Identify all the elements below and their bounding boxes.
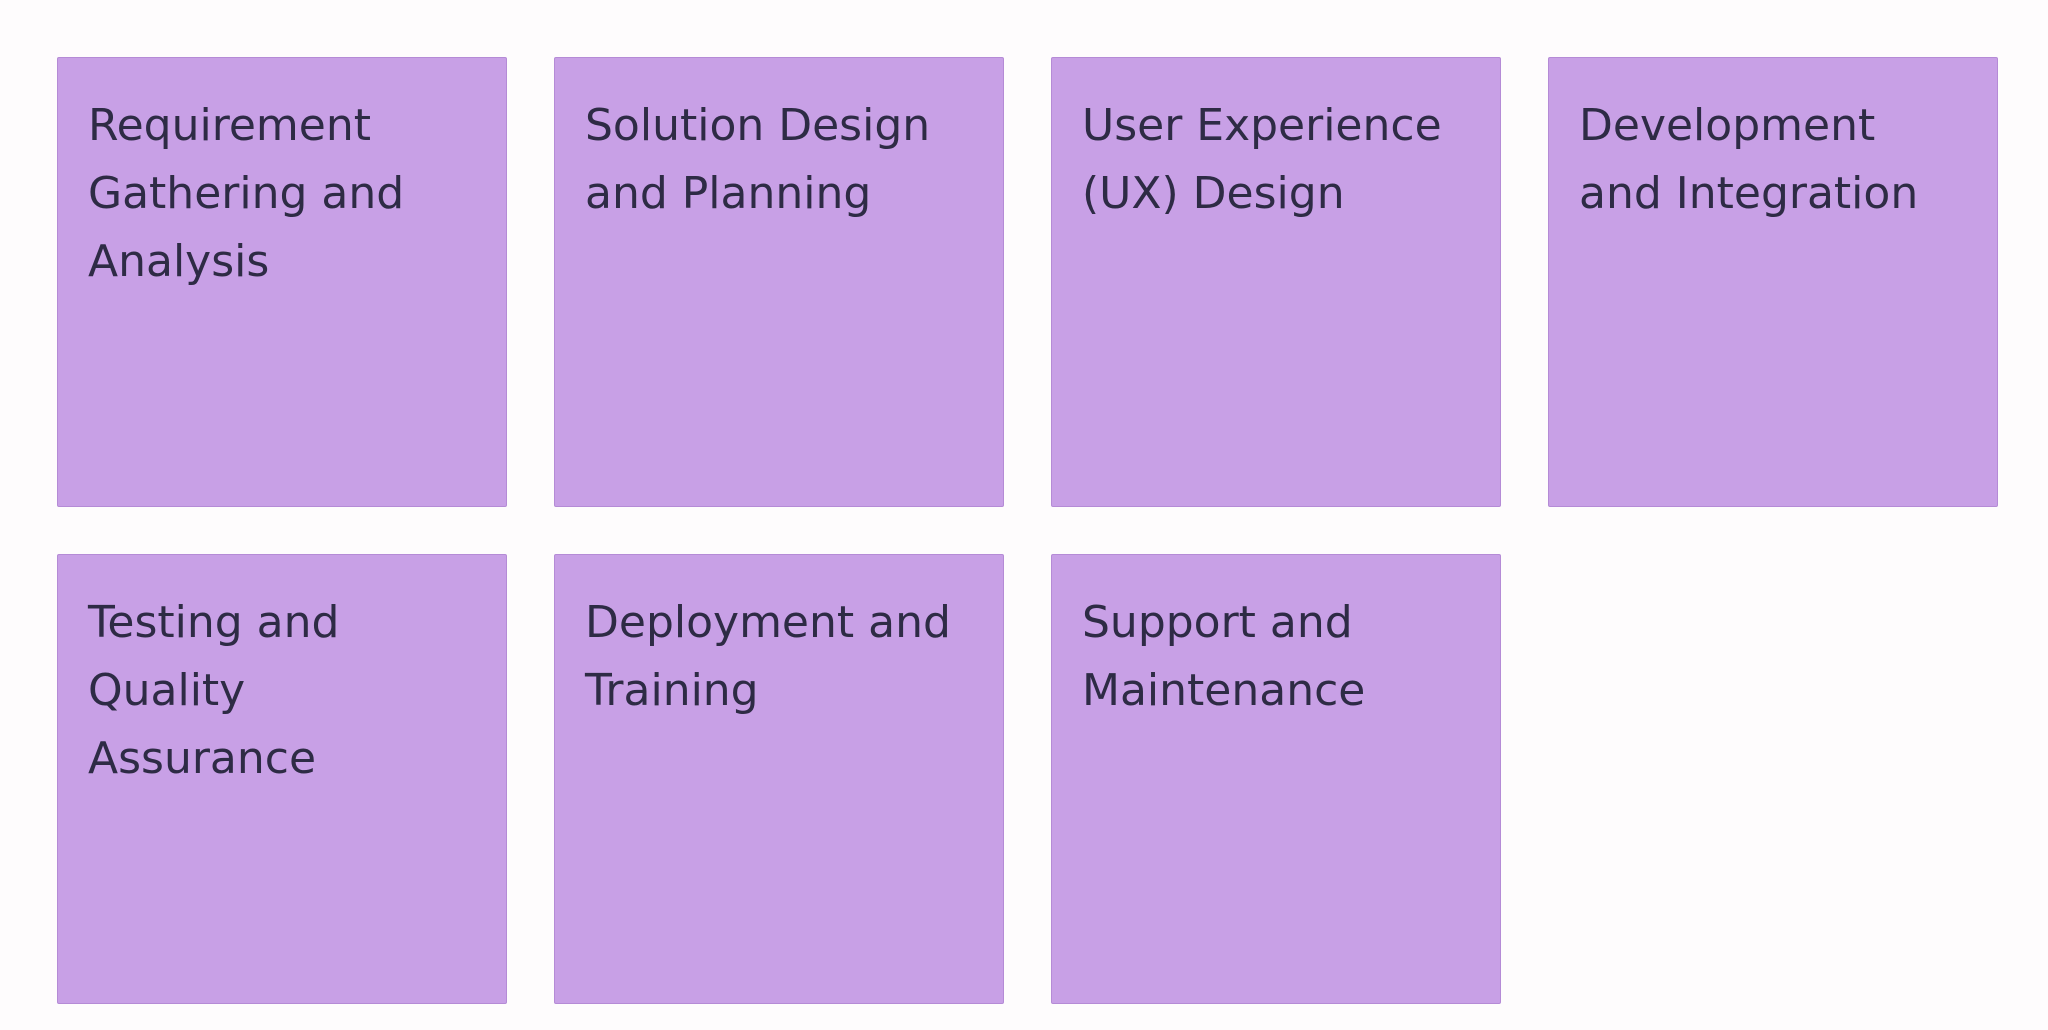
sticky-note-label: Development and Integration (1579, 100, 1919, 219)
sticky-note-support[interactable]: Support and Maintenance (1051, 554, 1501, 1004)
sticky-note-solution-design[interactable]: Solution Design and Planning (554, 57, 1004, 507)
sticky-note-label: Requirement Gathering and Analysis (88, 100, 405, 287)
sticky-note-development[interactable]: Development and Integration (1548, 57, 1998, 507)
sticky-note-label: Deployment and Training (585, 597, 951, 716)
sticky-note-requirement-gathering[interactable]: Requirement Gathering and Analysis (57, 57, 507, 507)
sticky-note-ux-design[interactable]: User Experience (UX) Design (1051, 57, 1501, 507)
sticky-note-label: User Experience (UX) Design (1082, 100, 1442, 219)
sticky-note-testing[interactable]: Testing and Quality Assurance (57, 554, 507, 1004)
sticky-note-deployment[interactable]: Deployment and Training (554, 554, 1004, 1004)
sticky-note-label: Testing and Quality Assurance (88, 597, 340, 784)
sticky-note-label: Support and Maintenance (1082, 597, 1366, 716)
sticky-note-label: Solution Design and Planning (585, 100, 931, 219)
